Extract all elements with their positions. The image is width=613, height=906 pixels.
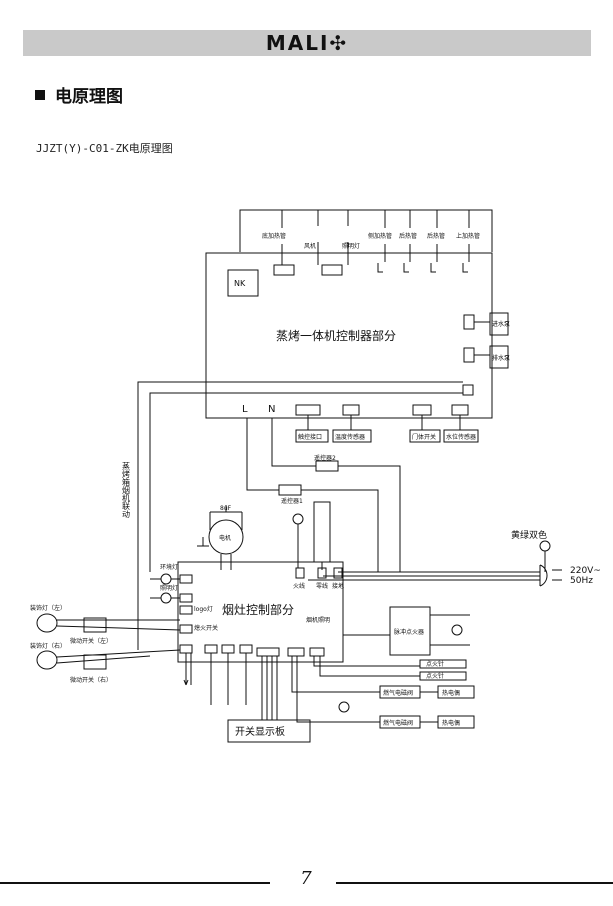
micro-switch-right: 微动开关（右）: [70, 676, 112, 684]
ambient-lamp: 环境灯: [160, 563, 178, 571]
side-label: 蒸烤箱烟机联动: [122, 461, 131, 519]
section-title: 电原理图: [35, 82, 123, 107]
thermocouple-2: 热电偶: [442, 719, 460, 727]
nk-label: NK: [234, 279, 246, 288]
deco-lamp-right: 装饰灯（右）: [30, 642, 66, 650]
ignition-box: 脉冲点火器: [394, 628, 424, 636]
lighting-lamp: 照明灯: [160, 584, 178, 592]
capacitor-label: 8uF: [220, 505, 232, 512]
n-terminal: N: [268, 404, 275, 415]
logo-lamp: logo灯: [194, 605, 213, 613]
remote-2: 遥控器1: [281, 497, 303, 505]
gas-valve-2: 燃气电磁阀: [383, 719, 413, 727]
bottom-box-4: 水位传感器: [446, 433, 476, 441]
steam-controller-title: 蒸烤一体机控制器部分: [276, 328, 396, 343]
terminal-ground: 接地: [332, 582, 344, 590]
bottom-box-2: 温度传感器: [335, 433, 365, 441]
brand-logo: MALI✣: [265, 31, 349, 55]
section-title-text: 电原理图: [55, 87, 123, 107]
footer-line-right: [336, 882, 613, 884]
top-box-5: 上加热管: [456, 232, 480, 240]
power-voltage: 220V~: [570, 566, 601, 576]
hood-controller-title: 烟灶控制部分: [222, 602, 294, 617]
top-box-3: 后热管: [399, 232, 417, 240]
gas-valve-1: 燃气电磁阀: [383, 689, 413, 697]
brand-header: MALI✣: [23, 30, 591, 56]
top-box-4: 后热管: [427, 232, 445, 240]
thermocouple-1: 热电偶: [442, 689, 460, 697]
micro-switch-left: 微动开关（左）: [70, 637, 112, 645]
display-board: 开关显示板: [235, 725, 285, 738]
deco-lamp-left: 装饰灯（左）: [30, 604, 66, 612]
remote-1: 遥控器2: [314, 454, 336, 462]
water-valve-out: 排水泵: [492, 354, 510, 362]
top-box-2: 侧加热管: [368, 232, 392, 240]
terminal-neutral: 零线: [316, 582, 328, 590]
bottom-box-3: 门体开关: [412, 433, 436, 441]
terminal-live: 火线: [293, 582, 305, 590]
motor-2: 电机: [219, 534, 231, 542]
l-terminal: L: [242, 404, 248, 415]
diagram-caption: JJZT(Y)-C01-ZK电原理图: [36, 142, 173, 155]
page-number: 7: [300, 868, 312, 889]
motor-label: 风机: [304, 242, 316, 250]
power-label: 黄绿双色: [511, 529, 547, 541]
power-frequency: 50Hz: [570, 576, 593, 586]
footer-line-left: [0, 882, 270, 884]
bottom-box-1: 触控接口: [298, 433, 322, 441]
igniter-1: 点火针: [426, 660, 444, 668]
lamp-label: 照明灯: [342, 242, 360, 250]
igniter-2: 点火针: [426, 672, 444, 680]
top-box-1: 底加热管: [262, 232, 286, 240]
bullet-square-icon: [35, 89, 45, 100]
relay-label: 烟机照明: [306, 616, 330, 624]
water-valve-in: 进水泵: [492, 320, 510, 328]
fire-switch: 熄火开关: [194, 624, 218, 632]
